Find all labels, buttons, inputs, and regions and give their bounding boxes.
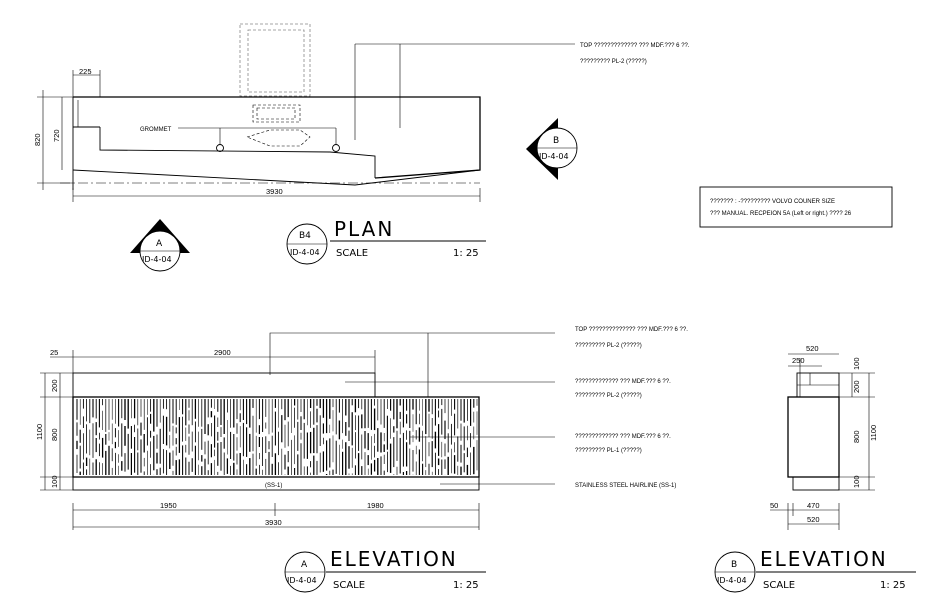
dim-height-outer: 820	[33, 133, 42, 146]
counter-inner-line	[99, 127, 376, 178]
note-line1: ??????? : -????????? VOLVO COUNER SIZE	[710, 199, 835, 205]
note-line2: ??? MANUAL. RECPEION 5A (Left or right.)…	[710, 211, 852, 217]
plan-scale-label: SCALE	[336, 248, 368, 259]
elev-b-dim-toe: 50	[770, 501, 778, 510]
elev-a-upstand	[72, 372, 376, 398]
keyboard-tray-outline	[252, 104, 301, 123]
elev-b-body	[787, 396, 840, 478]
elev-a-scale-value: 1: 25	[453, 580, 479, 591]
elev-a-dim-right-seg: 1980	[367, 501, 384, 510]
elevation-a-view: (SS-1) TOP ?????????????? ??? MDF.??? 6 …	[35, 327, 688, 593]
elev-a-dim-overhang: 25	[50, 348, 58, 357]
elev-b-title: ELEVATION	[760, 547, 888, 571]
elev-b-scale-label: SCALE	[763, 580, 795, 591]
monitor-outline	[239, 23, 311, 97]
elev-b-dim-height-total: 1100	[869, 425, 878, 441]
elevation-b-view: 520 250 100 200 800 1100 100 50 470 520 …	[714, 344, 916, 593]
elev-b-dim-top-width: 520	[806, 344, 819, 353]
section-marker-a: A ID-4-04	[130, 219, 190, 272]
elev-a-plinth-label: (SS-1)	[265, 483, 282, 489]
monitor-outline-inner	[247, 29, 305, 93]
elev-b-plinth	[792, 476, 840, 491]
elev-a-dim-height-body: 800	[50, 428, 59, 441]
counter-front-edge	[72, 169, 481, 186]
cable-tray-outline	[246, 129, 311, 147]
grommet-left-icon	[216, 144, 224, 152]
elev-b-dim-plinth: 100	[852, 475, 861, 488]
elev-a-callout1-line2: ????????? PL-2 (?????)	[575, 343, 642, 349]
plan-title: PLAN	[334, 217, 394, 241]
elev-a-callout3-line2: ????????? PL-1 (?????)	[575, 448, 642, 454]
elev-b-dim-base-inner: 470	[807, 501, 820, 510]
plan-view: GROMMET TOP ????????????? ??? MDF.??? 6 …	[33, 23, 893, 265]
section-marker-b: B ID-4-04	[526, 118, 578, 180]
elev-b-dim-height-top2: 200	[852, 380, 861, 393]
elev-b-scale-value: 1: 25	[880, 580, 906, 591]
section-marker-b-ref: ID-4-04	[539, 152, 569, 161]
elev-a-title: ELEVATION	[330, 547, 458, 571]
elev-a-tag-top: A	[301, 560, 308, 570]
plan-tag-top: B4	[299, 231, 311, 241]
elev-a-dim-left-seg: 1950	[160, 501, 177, 510]
elev-b-dim-height-top: 100	[852, 357, 861, 370]
plan-callout-line2: ????????? PL-2 (?????)	[580, 59, 647, 65]
counter-outline-top	[73, 96, 481, 179]
elev-a-callout1-leader	[269, 332, 555, 375]
elev-a-callout2-line1: ????????????? ??? MDF.??? 6 ??.	[575, 379, 671, 385]
elev-a-callout2-line2: ????????? PL-2 (?????)	[575, 393, 642, 399]
elev-a-hatch-pattern	[76, 399, 478, 475]
elev-a-dim-total: 3930	[265, 518, 282, 527]
elev-a-dim-plinth: 100	[50, 475, 59, 488]
grommet-label: GROMMET	[140, 127, 172, 133]
elev-a-tag-bottom: ID-4-04	[287, 576, 317, 585]
elev-b-dim-top-inner: 250	[792, 356, 805, 365]
plan-note-box	[699, 186, 893, 228]
elev-a-callout3-line1: ????????????? ??? MDF.??? 6 ??.	[575, 434, 671, 440]
elev-a-dim-height-top: 200	[50, 379, 59, 392]
section-marker-b-letter: B	[553, 136, 559, 146]
elev-b-dim-height-body: 800	[852, 430, 861, 443]
dim-height-inner: 720	[52, 129, 61, 142]
dim-length: 3930	[266, 187, 283, 196]
plan-scale-value: 1: 25	[453, 248, 479, 259]
elev-a-callout1-line1: TOP ?????????????? ??? MDF.??? 6 ??.	[575, 327, 688, 333]
elev-a-plinth	[72, 476, 480, 491]
plan-callout-line1: TOP ????????????? ??? MDF.??? 6 ??.	[580, 43, 690, 49]
elev-b-tag-top: B	[731, 560, 737, 570]
section-marker-a-ref: ID-4-04	[142, 255, 172, 264]
elev-b-dim-base-total: 520	[807, 515, 820, 524]
plan-tag-bottom: ID-4-04	[290, 248, 320, 257]
keyboard-tray-inner	[256, 107, 296, 120]
elev-a-callout4-line1: STAINLESS STEEL HAIRLINE (SS-1)	[575, 483, 676, 489]
grommet-right-icon	[332, 144, 340, 152]
dim-overhang: 225	[79, 67, 92, 76]
elev-a-dim-height-total: 1100	[35, 424, 44, 440]
elev-a-dim-top-run: 2900	[214, 348, 231, 357]
elev-b-tag-bottom: ID-4-04	[717, 576, 747, 585]
section-marker-a-letter: A	[156, 239, 163, 249]
elev-a-scale-label: SCALE	[333, 580, 365, 591]
